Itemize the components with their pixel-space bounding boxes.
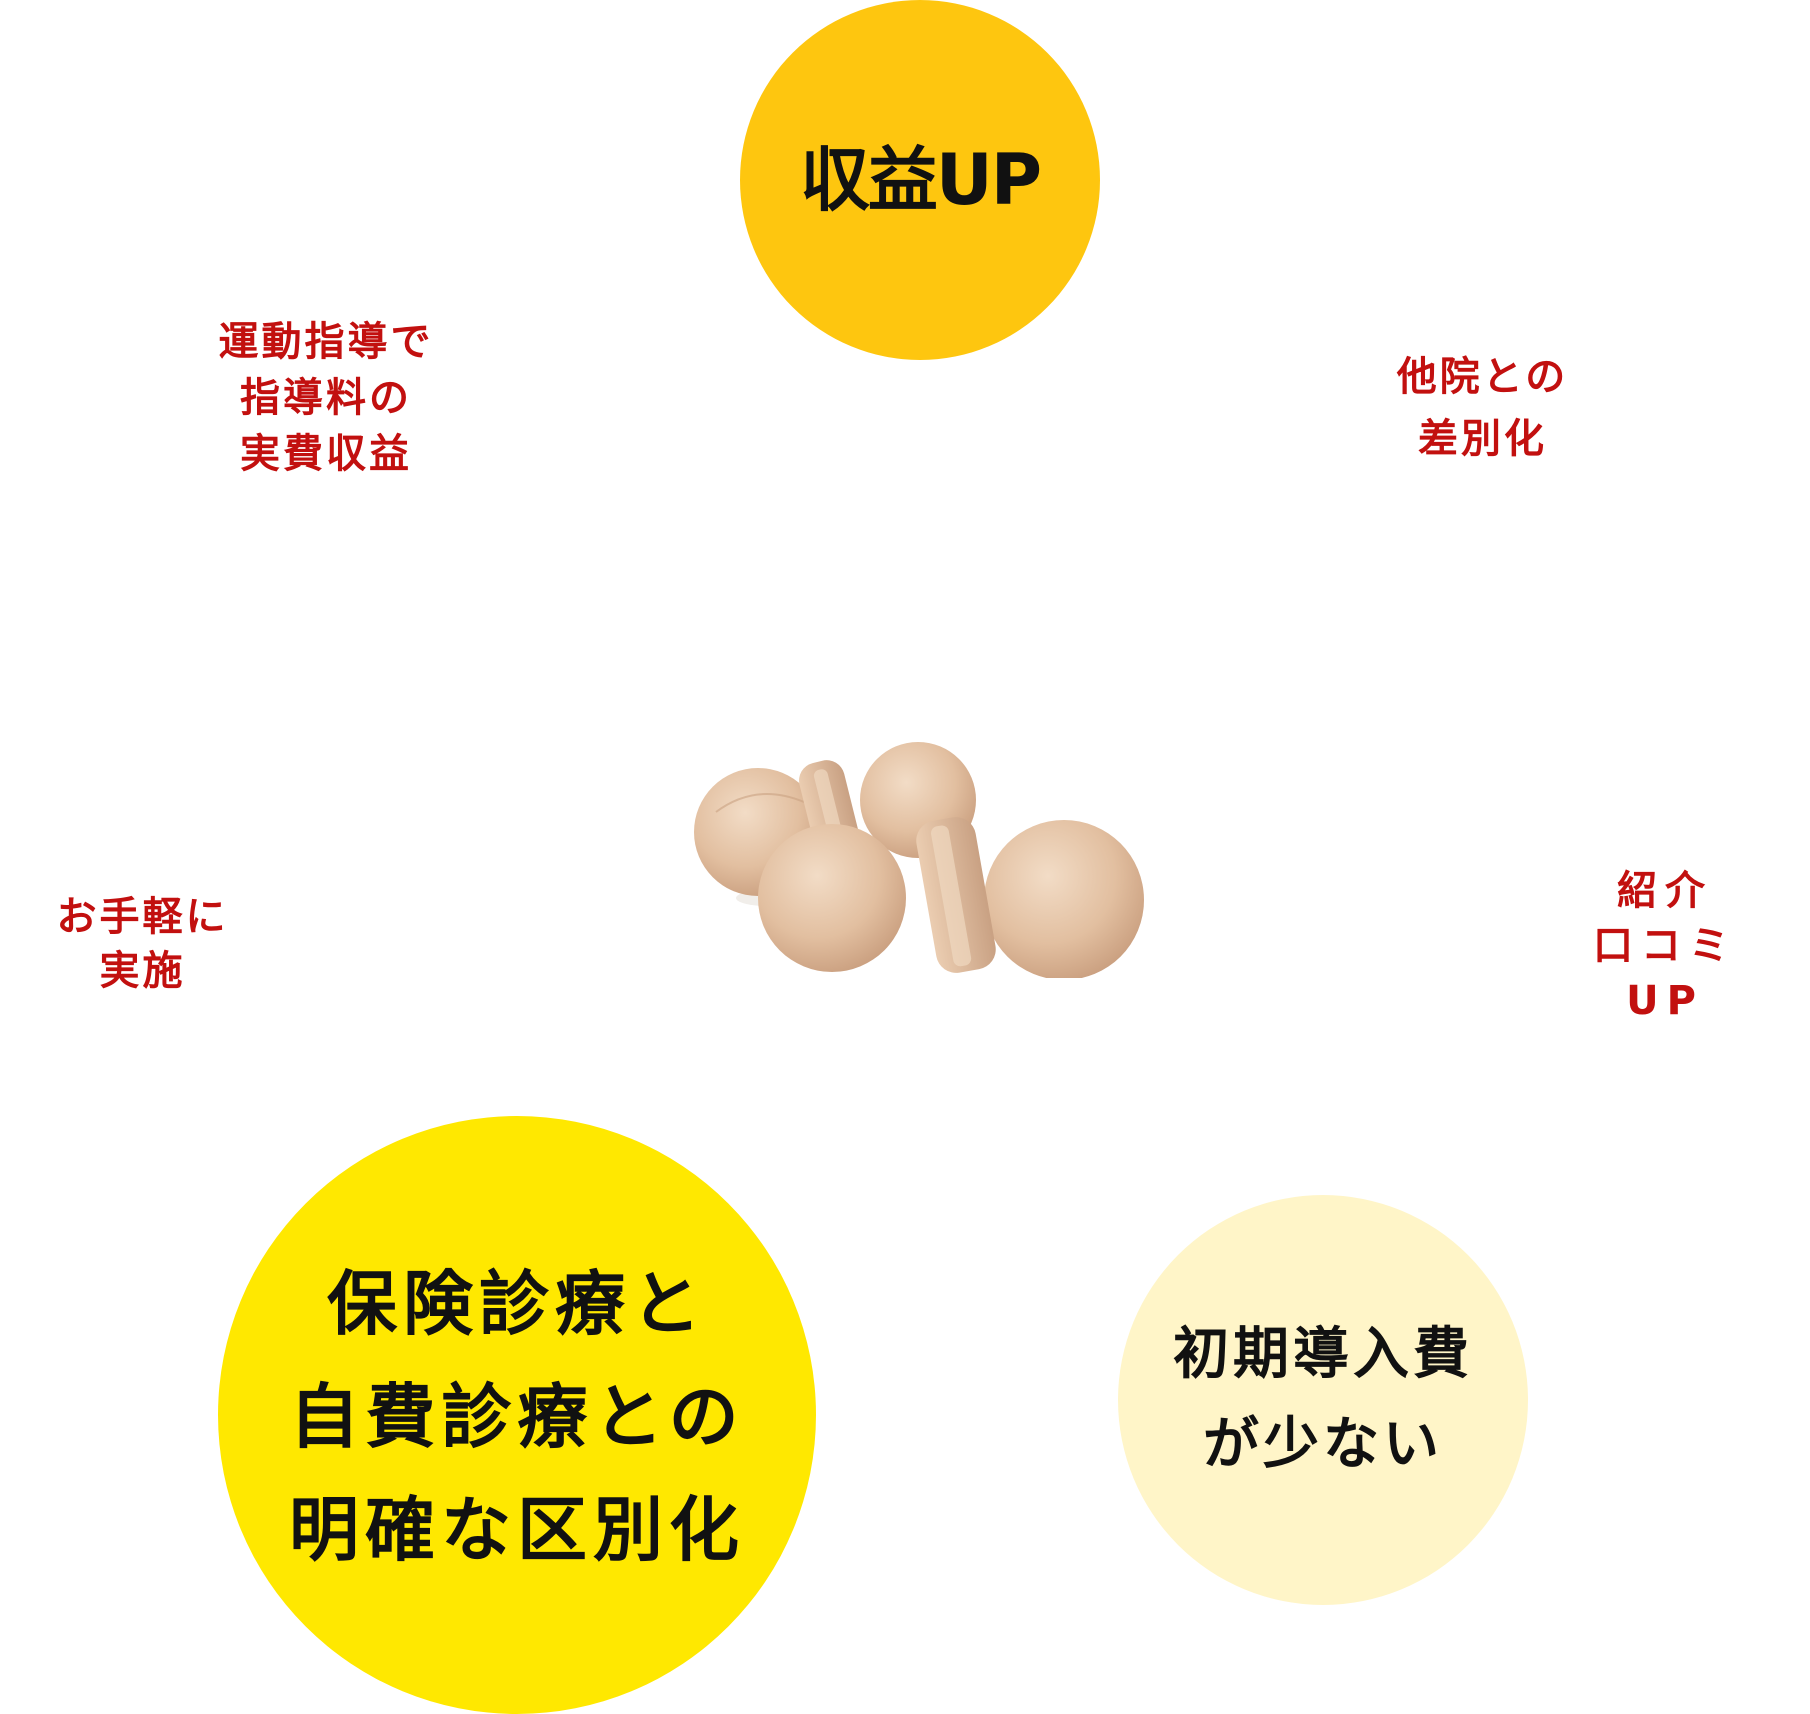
benefit-circle-text: 初期導入費 が少ない — [1173, 1322, 1473, 1477]
wooden-roller-icon — [694, 742, 1144, 980]
label-easy-implementation: お手軽に 実施 — [56, 894, 229, 994]
benefit-circle-text: 収益UP — [799, 139, 1042, 221]
benefit-circle-text: 保険診療と 自費診療との 明確な区別化 — [289, 1262, 745, 1571]
benefit-circle-insurance-distinction: 保険診療と 自費診療との 明確な区別化 — [218, 1116, 816, 1714]
label-exercise-guidance-revenue: 運動指導で 指導料の 実費収益 — [218, 319, 434, 477]
benefit-circle-revenue-up: 収益UP — [740, 0, 1100, 360]
label-differentiation: 他院との 差別化 — [1396, 354, 1569, 462]
wooden-massage-roller-image — [686, 722, 1156, 980]
benefit-circle-low-initial-cost: 初期導入費 が少ない — [1118, 1195, 1528, 1605]
label-referral-word-of-mouth-up: 紹介 口コミ UP — [1593, 868, 1737, 1024]
